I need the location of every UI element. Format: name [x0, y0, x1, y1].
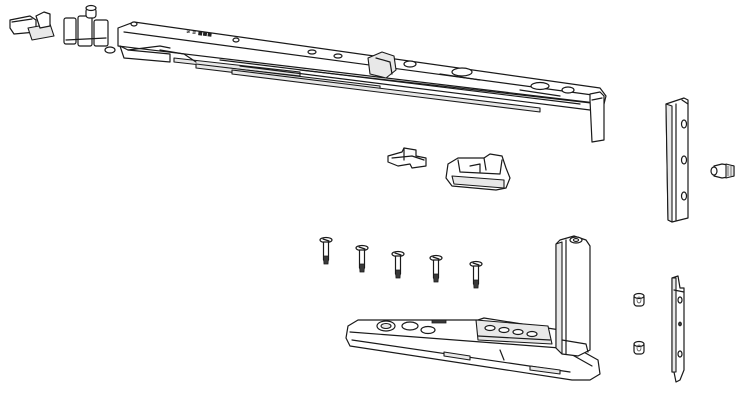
screw-2 — [355, 244, 369, 273]
screw-4 — [429, 254, 443, 283]
screws — [319, 236, 483, 289]
pin-bush — [710, 163, 735, 179]
frame-plate-lower — [671, 275, 685, 383]
arm-stamp-marking: ≠ ≡ ■■■ — [186, 29, 213, 38]
plug-1 — [633, 292, 645, 307]
stay-arm: ≠ ≡ ■■■ — [9, 4, 607, 143]
corner-hinge — [345, 235, 601, 381]
screw-5 — [469, 260, 483, 289]
plugs — [633, 292, 645, 355]
stay-arm-end-stop — [589, 91, 605, 143]
stay-arm-hinge-end — [9, 4, 116, 54]
end-cap — [445, 153, 511, 191]
frame-plate-upper — [665, 97, 689, 223]
screw-3 — [391, 250, 405, 279]
screw-1 — [319, 236, 333, 265]
plug-2 — [633, 340, 645, 355]
small-bracket — [387, 147, 427, 169]
